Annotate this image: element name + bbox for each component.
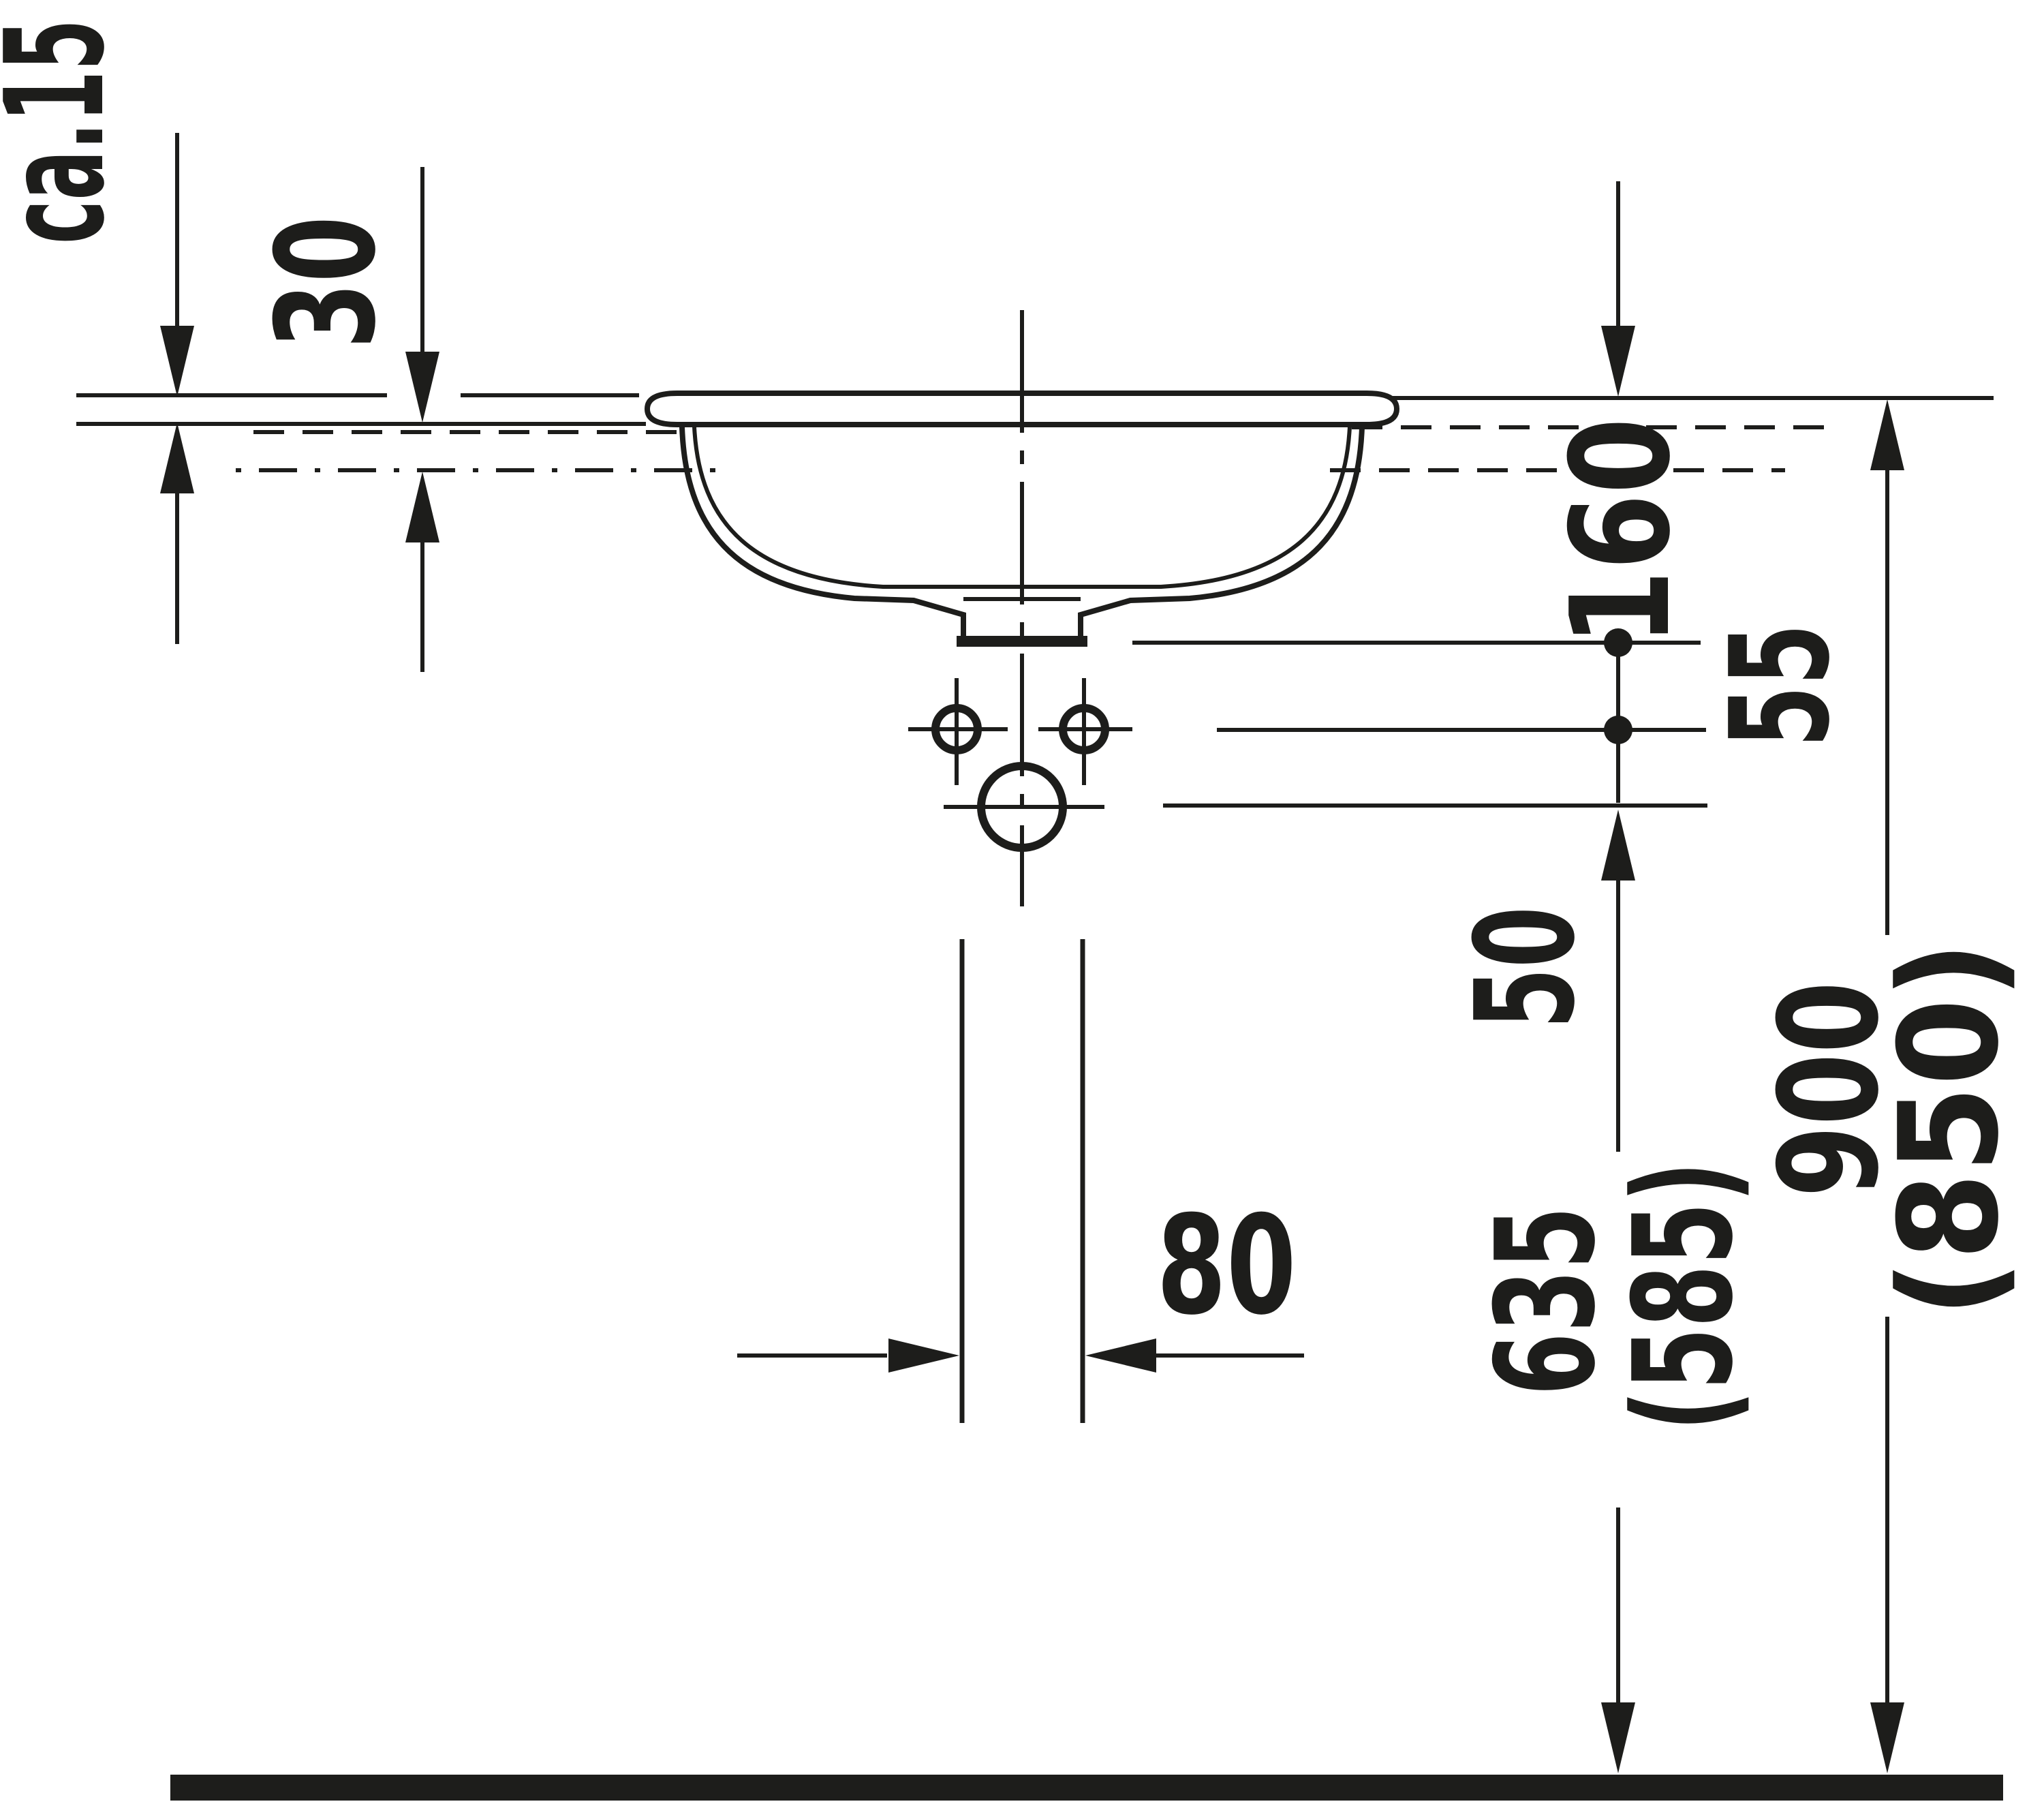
outlet-hole-circle — [977, 762, 1067, 852]
chain-dot-drain-level — [1604, 628, 1632, 657]
down-arrowhead — [405, 352, 439, 423]
outlet-depth-label: 160 — [1542, 418, 1701, 646]
countertop-left — [76, 393, 715, 472]
washbasin-section — [644, 310, 1400, 906]
dimension-rim-height: ca.15 — [0, 19, 194, 644]
dim-50-up-arrowhead — [1601, 810, 1635, 881]
outlet-height-label: 635 — [1467, 1206, 1626, 1396]
outlet-height-alt-label: (585) — [1605, 1161, 1763, 1431]
chain-dot-tap-level — [1604, 716, 1632, 744]
dimension-pipe-width: 80 — [737, 1187, 1304, 1373]
bowl-outer-wall-right — [1078, 426, 1365, 639]
bowl-outer-wall-left — [679, 426, 966, 639]
rim-level-alt-label: (850) — [1870, 941, 2029, 1317]
dim-635-down-arrowhead — [1601, 1702, 1635, 1773]
right-pointing-arrowhead — [888, 1338, 959, 1373]
countertop-right — [1330, 396, 1994, 472]
rim-level-label: 900 — [1750, 981, 1909, 1197]
tap-holes — [908, 678, 1132, 852]
floor-line — [170, 1775, 2003, 1801]
up-arrowhead — [405, 472, 439, 542]
waste-pipe — [959, 939, 1085, 1423]
dim-160-arrowhead — [1601, 326, 1635, 397]
waste-pipe-width-label: 80 — [1157, 1187, 1297, 1345]
rim-height-label: ca.15 — [0, 19, 135, 244]
up-arrowhead — [160, 423, 194, 493]
up-arrowhead — [1870, 399, 1904, 470]
dimension-install-height: 900 (850) — [1750, 399, 2029, 1773]
right-tap-hole-circle — [1059, 704, 1109, 754]
tap-hole-gap-label: 50 — [1446, 906, 1605, 1029]
dimension-chain-right: 160 55 50 635 (585) — [1446, 181, 1860, 1773]
left-tap-hole-circle — [931, 704, 982, 754]
down-arrowhead — [1870, 1702, 1904, 1773]
down-arrowhead — [160, 326, 194, 397]
dimension-counter-thickness: 30 — [247, 167, 439, 672]
tap-hole-offset-label: 55 — [1701, 624, 1860, 748]
left-pointing-arrowhead — [1085, 1338, 1156, 1373]
counter-thickness-label: 30 — [247, 216, 406, 349]
